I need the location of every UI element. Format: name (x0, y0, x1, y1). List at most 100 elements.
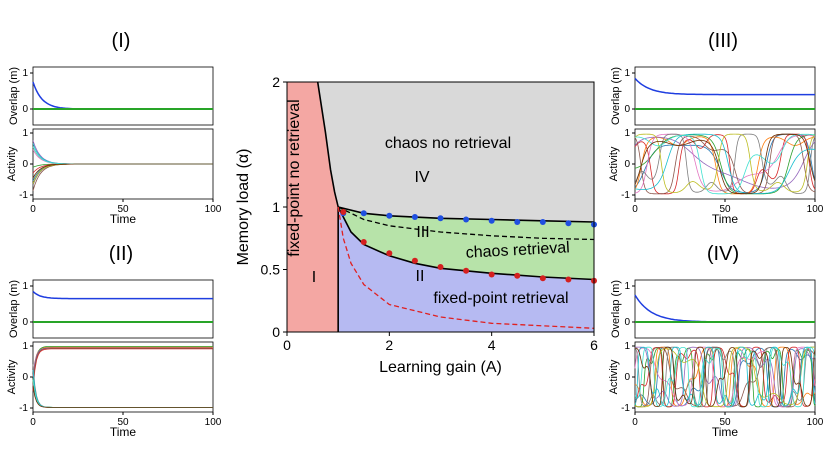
overlap-tick-label: 0 (624, 317, 630, 328)
x-tick-label: 4 (488, 337, 496, 353)
time-axis-label: Time (110, 212, 137, 226)
blue-point (565, 220, 572, 227)
overlap-axes (634, 279, 816, 339)
activity-trace (32, 345, 213, 383)
red-point (437, 264, 444, 270)
time-tick-label: 50 (117, 204, 129, 215)
region-iii-area (338, 207, 594, 280)
time-tick-label: 100 (205, 417, 222, 428)
overlap-series-line (634, 77, 815, 96)
overlap-tick-label: 0 (22, 104, 28, 115)
time-axis-label: Time (712, 212, 739, 226)
red-point (360, 239, 367, 245)
blue-point (514, 219, 521, 225)
activity-tick-label: -1 (19, 403, 28, 414)
y-tick-label: 2 (272, 74, 280, 90)
time-tick-label: 50 (117, 417, 129, 428)
overlap-axis-label: Overlap (m) (8, 280, 20, 338)
red-point (386, 250, 393, 257)
overlap-series-line (32, 290, 213, 300)
activity-tick-label: 0 (624, 159, 630, 170)
region-i-label: I (312, 269, 316, 286)
panel-title: (I) (112, 30, 131, 52)
y-tick-label: 1 (272, 199, 280, 215)
x-axis-label: Learning gain (A) (379, 359, 502, 376)
activity-tick-label: 1 (22, 128, 28, 139)
activity-trace (634, 136, 816, 195)
time-tick-label: 0 (632, 204, 638, 215)
activity-trace (32, 346, 213, 377)
red-point (488, 271, 495, 278)
blue-point (360, 210, 367, 217)
activity-axes (32, 341, 214, 413)
time-axis-label: Time (712, 425, 739, 439)
red-point (340, 209, 347, 215)
activity-trace (634, 346, 816, 407)
activity-trace (634, 133, 816, 195)
time-tick-label: 100 (807, 204, 824, 215)
y-axis-label: Memory load (α) (235, 149, 252, 266)
red-point (411, 257, 418, 264)
time-tick-label: 0 (632, 417, 638, 428)
activity-tick-label: 0 (22, 159, 28, 170)
overlap-axis-label: Overlap (m) (610, 280, 622, 338)
boundary-i-iv (316, 81, 339, 208)
region-i-description: fixed-point no retrieval (286, 99, 303, 256)
overlap-tick-label: 0 (22, 317, 28, 328)
region-iv-label: IV (414, 169, 429, 186)
activity-tick-label: -1 (621, 190, 630, 201)
activity-trace (634, 133, 816, 194)
activity-axis-label: Activity (608, 146, 620, 181)
region-ii-label: II (416, 268, 425, 285)
activity-trace (635, 346, 816, 408)
blue-point (463, 216, 470, 223)
blue-point (386, 212, 393, 219)
red-point (565, 276, 572, 283)
x-tick-label: 0 (283, 337, 291, 353)
activity-tick-label: 1 (22, 341, 28, 352)
overlap-tick-label: 1 (624, 68, 630, 79)
activity-trace (634, 133, 816, 195)
activity-tick-label: 1 (624, 128, 630, 139)
activity-axis-label: Activity (6, 146, 18, 181)
blue-point (539, 219, 546, 225)
red-point (463, 267, 470, 274)
activity-tick-label: 1 (624, 341, 630, 352)
x-tick-label: 6 (590, 337, 598, 353)
region-ii-description: fixed-point retrieval (433, 290, 568, 307)
red-point (514, 272, 521, 279)
overlap-axis-label: Overlap (m) (610, 67, 622, 125)
region-i-area (287, 82, 339, 332)
activity-trace (634, 133, 816, 194)
overlap-tick-label: 0 (624, 104, 630, 115)
time-tick-label: 0 (30, 204, 36, 215)
time-tick-label: 100 (205, 204, 222, 215)
activity-trace (634, 136, 816, 189)
time-axis-label: Time (110, 425, 137, 439)
activity-tick-label: -1 (621, 403, 630, 414)
overlap-axis-label: Overlap (m) (8, 67, 20, 125)
y-tick-label: 0.5 (261, 262, 281, 278)
overlap-axes (32, 66, 214, 126)
activity-axis-label: Activity (608, 359, 620, 394)
overlap-tick-label: 1 (22, 281, 28, 292)
blue-point (488, 217, 495, 224)
activity-trace (634, 346, 816, 408)
region-iii-description: chaos retrieval (465, 239, 570, 261)
overlap-tick-label: 1 (22, 68, 28, 79)
time-tick-label: 0 (30, 417, 36, 428)
activity-trace (32, 347, 213, 385)
time-tick-label: 50 (719, 417, 731, 428)
overlap-tick-label: 1 (624, 281, 630, 292)
y-tick-label: 0 (272, 324, 280, 340)
panel-title: (IV) (707, 243, 739, 265)
activity-trace (634, 133, 816, 194)
red-point (539, 275, 546, 282)
activity-trace (634, 133, 816, 195)
region-iv-description: chaos no retrieval (385, 135, 511, 152)
activity-axis-label: Activity (6, 359, 18, 394)
activity-trace (32, 385, 213, 408)
overlap-axes (634, 66, 816, 126)
activity-tick-label: -1 (19, 190, 28, 201)
